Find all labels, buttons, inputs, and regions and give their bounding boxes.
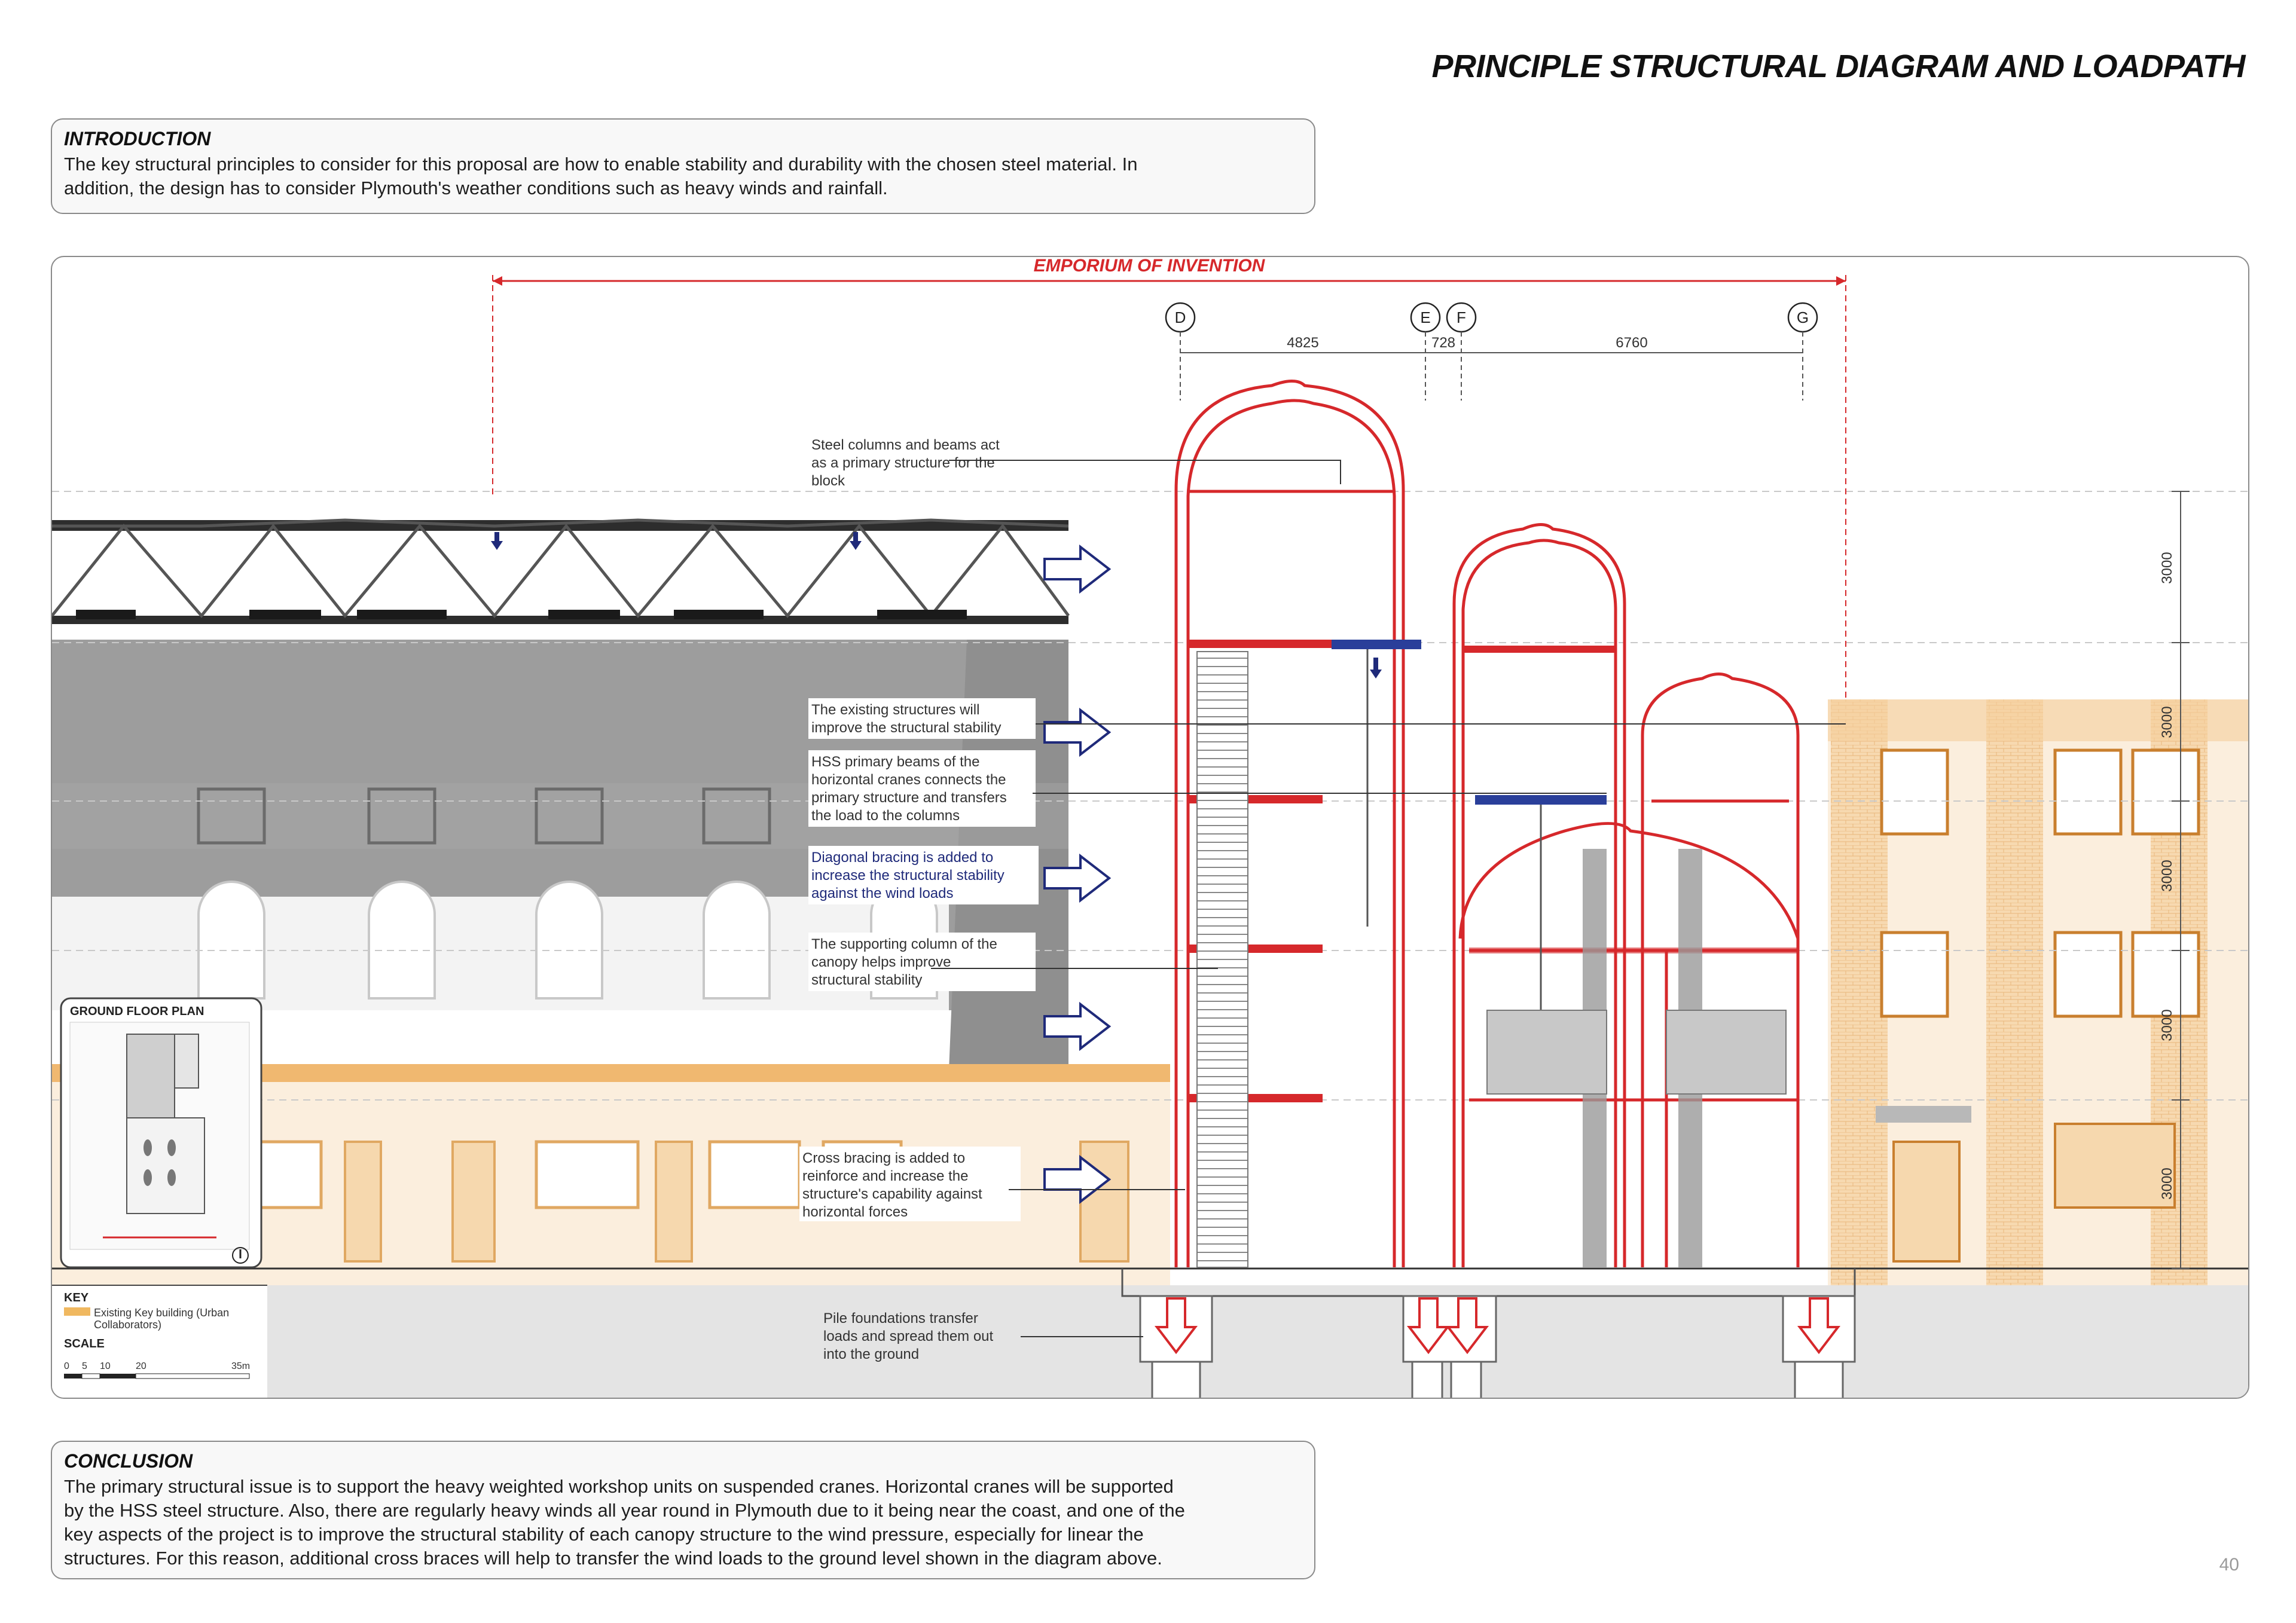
gridline-label-g: G	[1797, 308, 1809, 326]
wind-arrows	[1043, 544, 1112, 1205]
scale-tick-35: 35m	[231, 1361, 250, 1371]
key-legend: KEY Existing Key building (Urban Collabo…	[52, 1285, 267, 1398]
gridline-label-e: E	[1420, 308, 1430, 326]
gridline-label-f: F	[1457, 308, 1466, 326]
svg-text:Cross bracing is added to: Cross bracing is added to reinforce and …	[802, 1150, 986, 1220]
conclusion-line-1: The primary structural issue is to suppo…	[64, 1476, 1174, 1497]
key-item-label: Existing Key building (Urban	[94, 1307, 229, 1319]
dimension-e-f: 728	[1431, 335, 1455, 351]
page-title: PRINCIPLE STRUCTURAL DIAGRAM AND LOADPAT…	[1431, 48, 2246, 84]
ground-section	[52, 1267, 2248, 1398]
page-number: 40	[2219, 1555, 2239, 1575]
svg-text:The existing structures will: The existing structures will improve the…	[811, 702, 1001, 736]
steel-structure	[1174, 380, 1800, 1267]
annotation-hss-beams: HSS primary beams of the horizontal cran…	[808, 750, 1607, 827]
svg-text:The supporting column of the: The supporting column of the canopy help…	[811, 936, 1002, 988]
gridline-label-d: D	[1175, 308, 1186, 326]
annotation-existing-structures: The existing structures will improve the…	[808, 698, 1846, 739]
svg-text:Steel columns and beams act: Steel columns and beams act as a primary…	[811, 437, 1004, 489]
ground-floor-plan-inset: GROUND FLOOR PLAN	[60, 997, 262, 1269]
existing-brick-building	[1828, 699, 2248, 1285]
annotation-supporting-column: The supporting column of the canopy help…	[808, 933, 1218, 991]
structural-diagram: EMPORIUM OF INVENTION D E F G 4825 728 6…	[51, 256, 2249, 1399]
annotation-pile-foundations: Pile foundations transfer loads and spre…	[823, 1310, 1143, 1362]
introduction-box: INTRODUCTION The key structural principl…	[51, 118, 1315, 214]
annotation-diagonal-bracing: Diagonal bracing is added to increase th…	[808, 846, 1039, 904]
introduction-line-2: addition, the design has to consider Ply…	[64, 178, 888, 198]
project-label: EMPORIUM OF INVENTION	[1034, 257, 1266, 276]
introduction-heading: INTRODUCTION	[64, 128, 211, 149]
conclusion-line-4: structures. For this reason, additional …	[64, 1548, 1162, 1569]
conclusion-line-2: by the HSS steel structure. Also, there …	[64, 1500, 1185, 1521]
level-height-2: 3000	[2159, 706, 2175, 738]
svg-text:Pile foundations transfer: Pile foundations transfer loads and spre…	[823, 1310, 997, 1362]
dimension-f-g: 6760	[1616, 335, 1647, 351]
conclusion-line-3: key aspects of the project is to improve…	[64, 1524, 1144, 1545]
introduction-line-1: The key structural principles to conside…	[64, 154, 1138, 175]
level-height-5: 3000	[2159, 1167, 2175, 1199]
ground-floor-plan-title: GROUND FLOOR PLAN	[70, 1005, 204, 1018]
dimension-d-e: 4825	[1287, 335, 1318, 351]
level-height-1: 3000	[2159, 552, 2175, 583]
key-swatch-existing	[64, 1307, 90, 1316]
annotation-steel-columns: Steel columns and beams act as a primary…	[808, 433, 1341, 490]
pile-arrows	[1154, 1297, 1841, 1355]
svg-text:Diagonal bracing is added to: Diagonal bracing is added to increase th…	[811, 849, 1008, 901]
scale-tick-10: 10	[100, 1361, 111, 1371]
level-height-3: 3000	[2159, 860, 2175, 891]
svg-text:HSS primary beams of the: HSS primary beams of the horizontal cran…	[811, 754, 1010, 824]
scale-title: SCALE	[64, 1337, 105, 1350]
scale-tick-0: 0	[64, 1361, 69, 1371]
key-title: KEY	[64, 1291, 89, 1304]
annotation-cross-bracing: Cross bracing is added to reinforce and …	[799, 1147, 1185, 1221]
scale-tick-5: 5	[82, 1361, 87, 1371]
scale-tick-20: 20	[136, 1361, 146, 1371]
conclusion-box: CONCLUSION The primary structural issue …	[51, 1441, 1315, 1579]
level-height-4: 3000	[2159, 1009, 2175, 1041]
svg-text:Existing Key building (Urban: Existing Key building (Urban Collaborato…	[94, 1307, 232, 1331]
conclusion-heading: CONCLUSION	[64, 1450, 193, 1472]
